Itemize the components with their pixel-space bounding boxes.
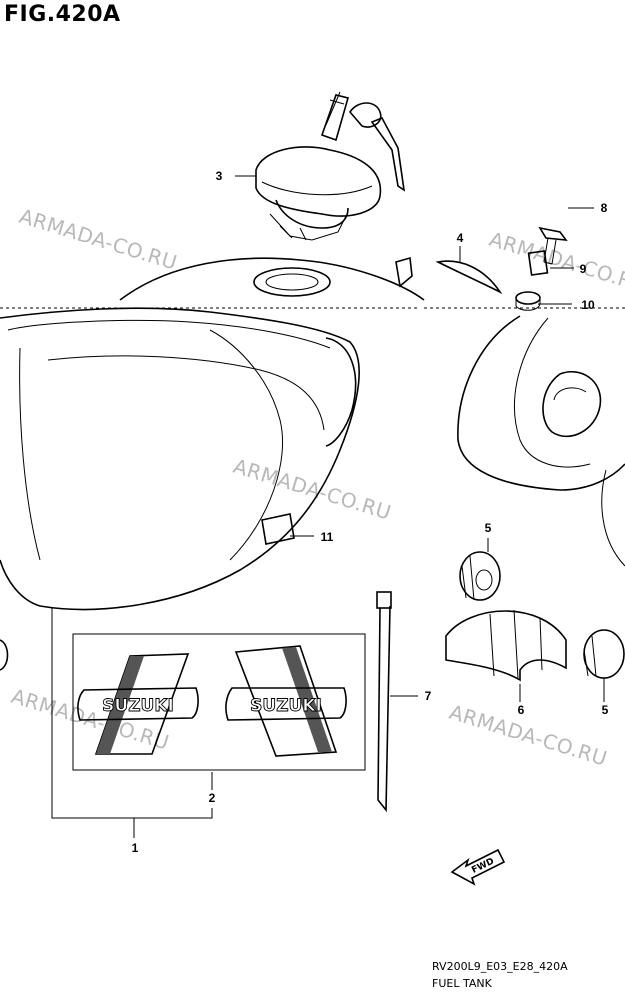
callout-2: 2 <box>209 791 216 805</box>
small-parts-illustration <box>395 226 568 311</box>
figure-code: RV200L9_E03_E28_420A <box>432 960 568 973</box>
figure-name: FUEL TANK <box>432 977 492 990</box>
watermark-1: ARMADA-CO.RU <box>17 204 181 275</box>
callout-4: 4 <box>457 231 464 245</box>
watermark-5: ARMADA-CO.RU <box>447 700 611 771</box>
watermark-3: ARMADA-CO.RU <box>231 454 395 525</box>
fuel-tank-illustration <box>0 257 425 671</box>
cushion-parts-illustration <box>445 551 625 682</box>
callout-11: 11 <box>321 530 334 544</box>
watermark-2: ARMADA-CO.RU <box>487 227 625 298</box>
forward-arrow: FWD <box>450 848 506 886</box>
callout-7: 7 <box>425 689 432 703</box>
callout-8: 8 <box>601 201 608 215</box>
callout-6: 6 <box>518 703 525 717</box>
decal-logo-right: SUZUKI <box>250 696 322 716</box>
callout-3: 3 <box>216 169 223 183</box>
cable-tie-illustration <box>376 591 392 813</box>
callout-5-upper: 5 <box>485 521 492 535</box>
callout-1: 1 <box>132 841 139 855</box>
callout-5-lower: 5 <box>602 703 609 717</box>
decal-logo-left: SUZUKI <box>102 696 174 716</box>
callout-9: 9 <box>580 262 587 276</box>
callout-10: 10 <box>581 298 595 312</box>
figure-title: FIG.420A <box>4 2 121 27</box>
callout-labels: 1 2 3 4 5 5 6 7 8 9 10 11 <box>132 169 609 855</box>
leader-lines <box>51 175 605 838</box>
decal-set-illustration: SUZUKI SUZUKI <box>72 633 366 771</box>
fuel-cap-illustration <box>255 91 406 241</box>
tank-rear-view-illustration <box>424 307 625 567</box>
